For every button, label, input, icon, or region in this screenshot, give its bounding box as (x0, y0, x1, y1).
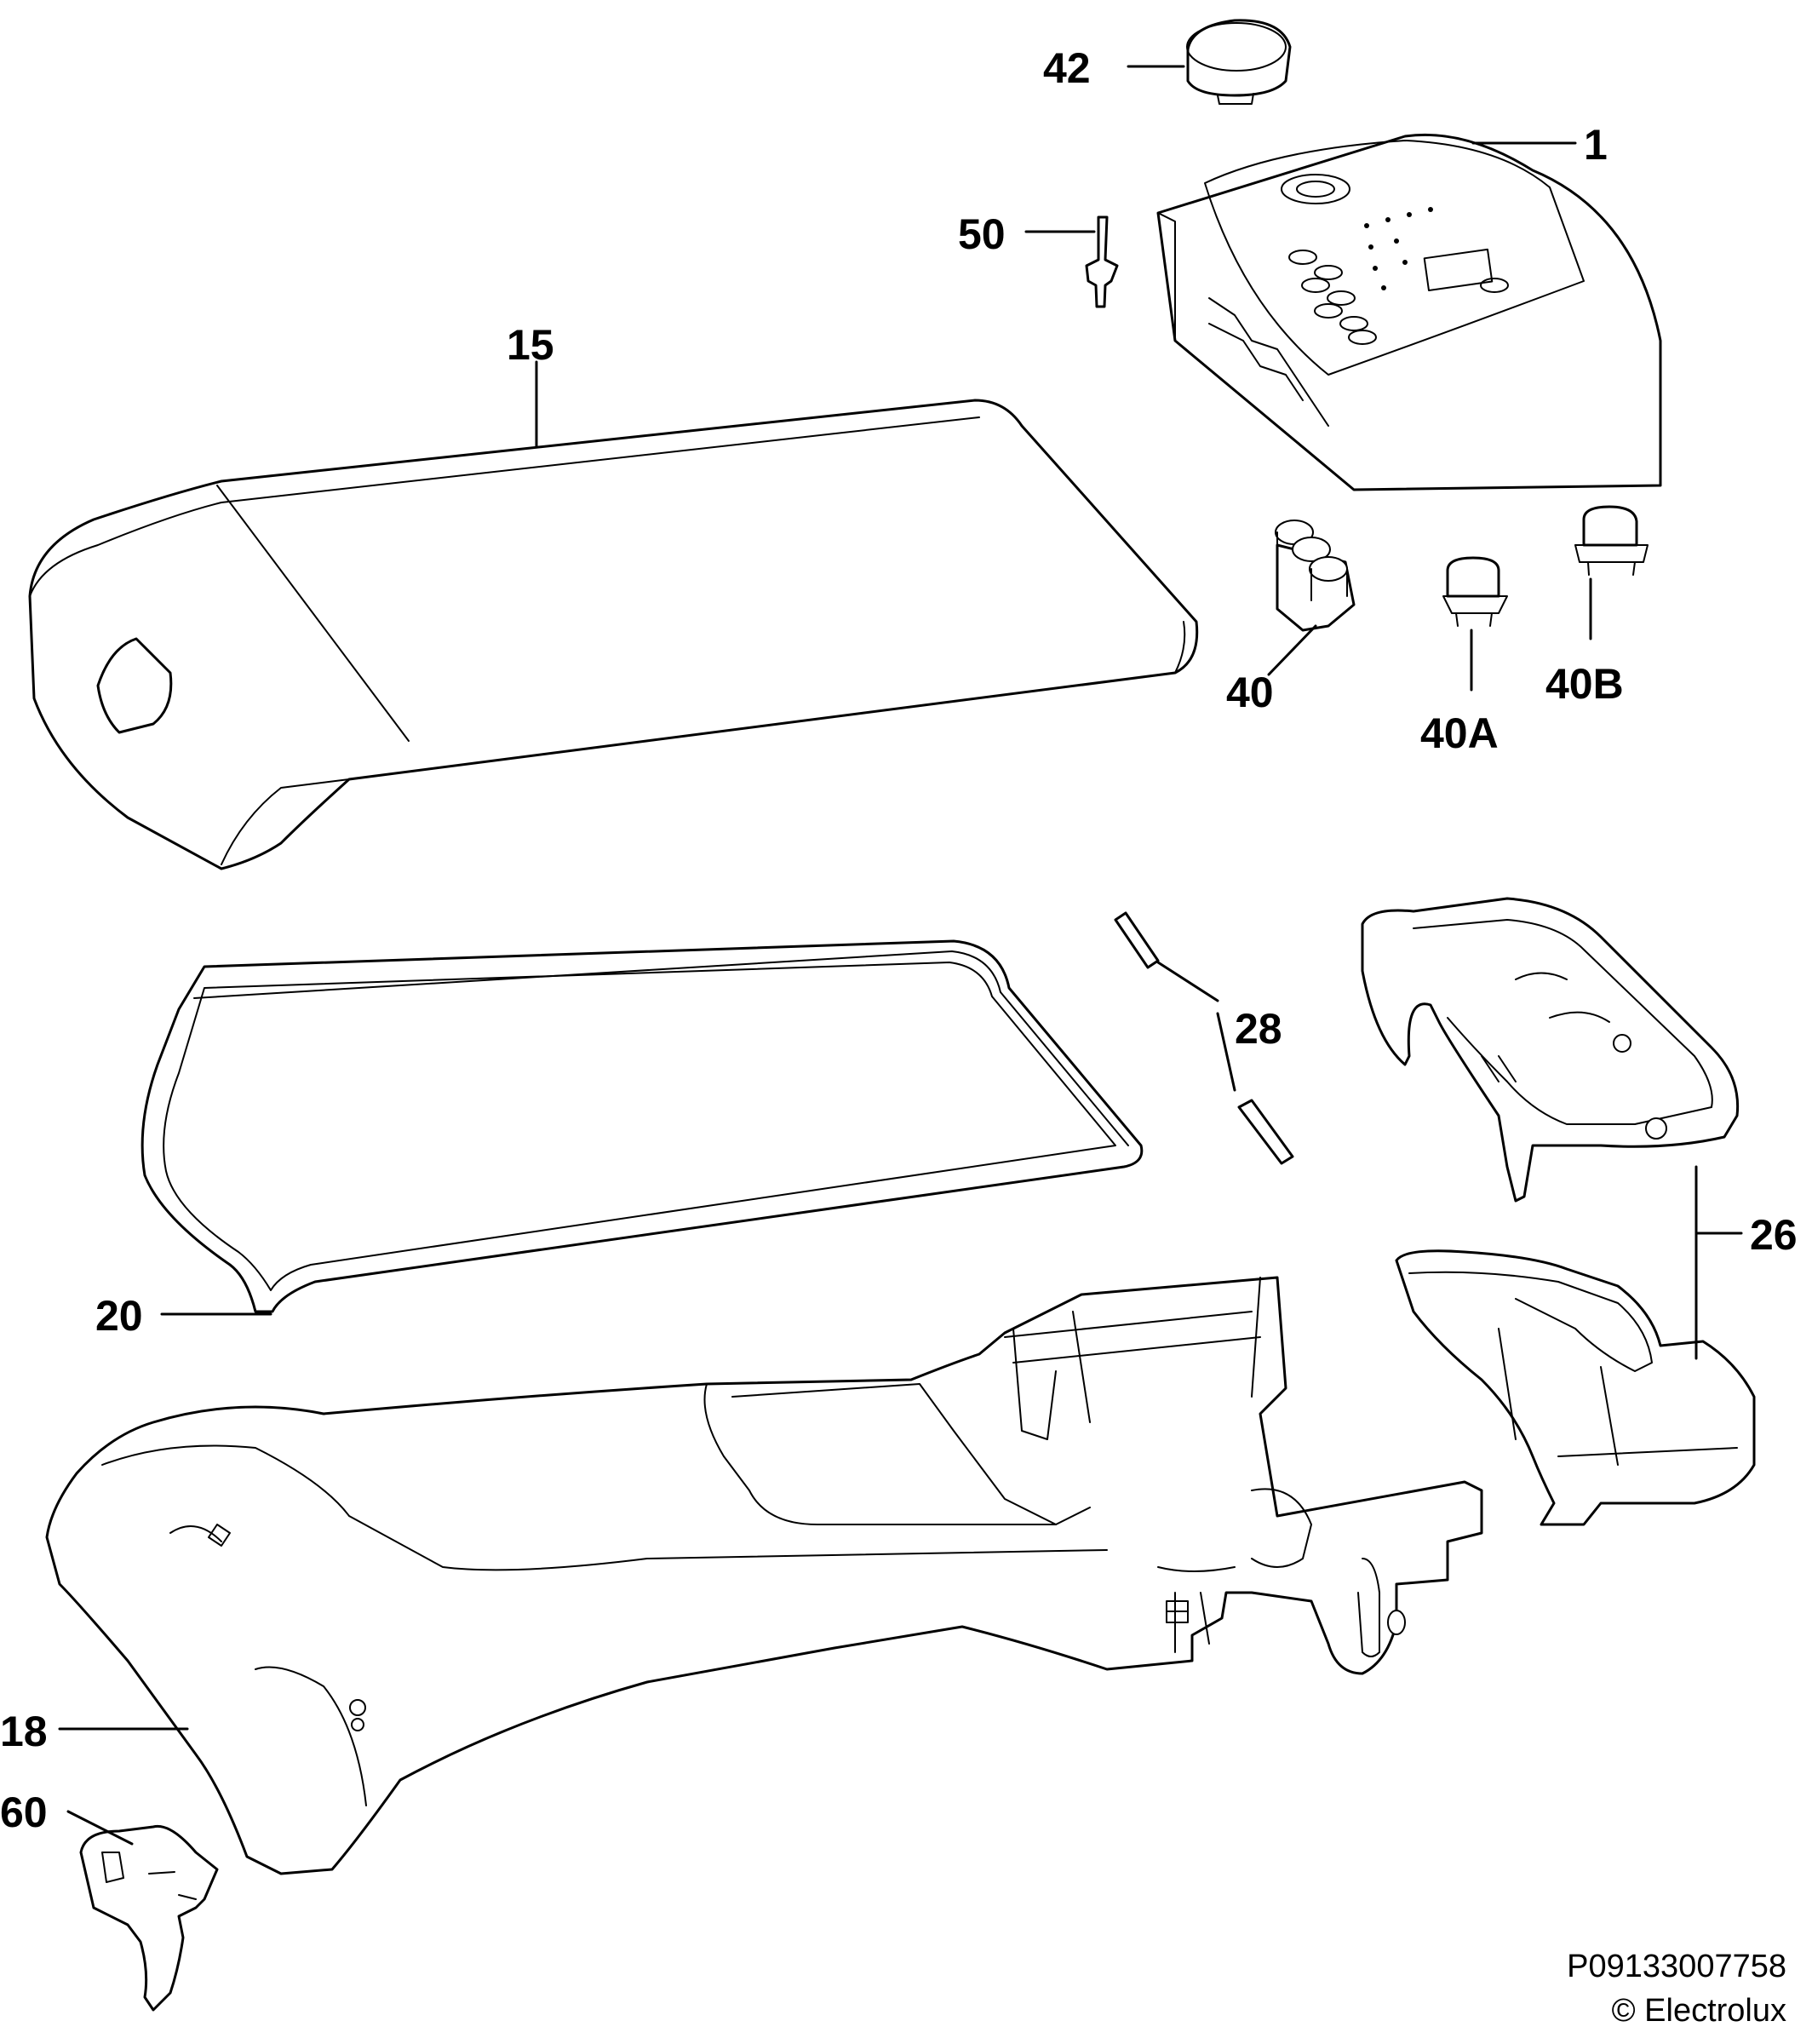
part-40-switch-block (1275, 520, 1356, 632)
leader-26 (1694, 1165, 1743, 1360)
callout-28: 28 (1235, 1005, 1282, 1053)
copyright-notice: © Electrolux (1611, 1993, 1786, 2029)
part-18-housing (45, 1276, 1483, 1875)
part-42-knob (1186, 19, 1292, 105)
leader-60 (66, 1810, 134, 1846)
callout-15: 15 (507, 321, 554, 369)
callout-50: 50 (958, 210, 1006, 258)
callout-18: 18 (0, 1708, 48, 1755)
part-15-lid (28, 399, 1199, 870)
callout-40a: 40A (1420, 709, 1499, 757)
document-number: P09133007758 (1567, 1949, 1786, 1984)
part-26-dispenser (1361, 897, 1756, 1526)
part-40b-switch (1574, 505, 1649, 576)
part-50-pin (1085, 215, 1119, 308)
leader-28 (1156, 961, 1236, 1092)
leader-lines (58, 65, 1743, 1846)
part-1-control-panel (1156, 133, 1662, 491)
callout-26: 26 (1750, 1211, 1798, 1259)
callout-1: 1 (1584, 121, 1608, 169)
part-20-gasket (140, 939, 1144, 1313)
part-28-pins (1114, 911, 1294, 1165)
part-60-switch (79, 1824, 219, 2012)
callout-60: 60 (0, 1788, 48, 1836)
callout-20: 20 (95, 1292, 143, 1340)
part-40a-switch (1442, 556, 1508, 627)
leader-40 (1267, 624, 1317, 676)
callout-40b: 40B (1545, 660, 1624, 708)
callout-42: 42 (1043, 44, 1091, 92)
callout-40: 40 (1226, 669, 1274, 716)
